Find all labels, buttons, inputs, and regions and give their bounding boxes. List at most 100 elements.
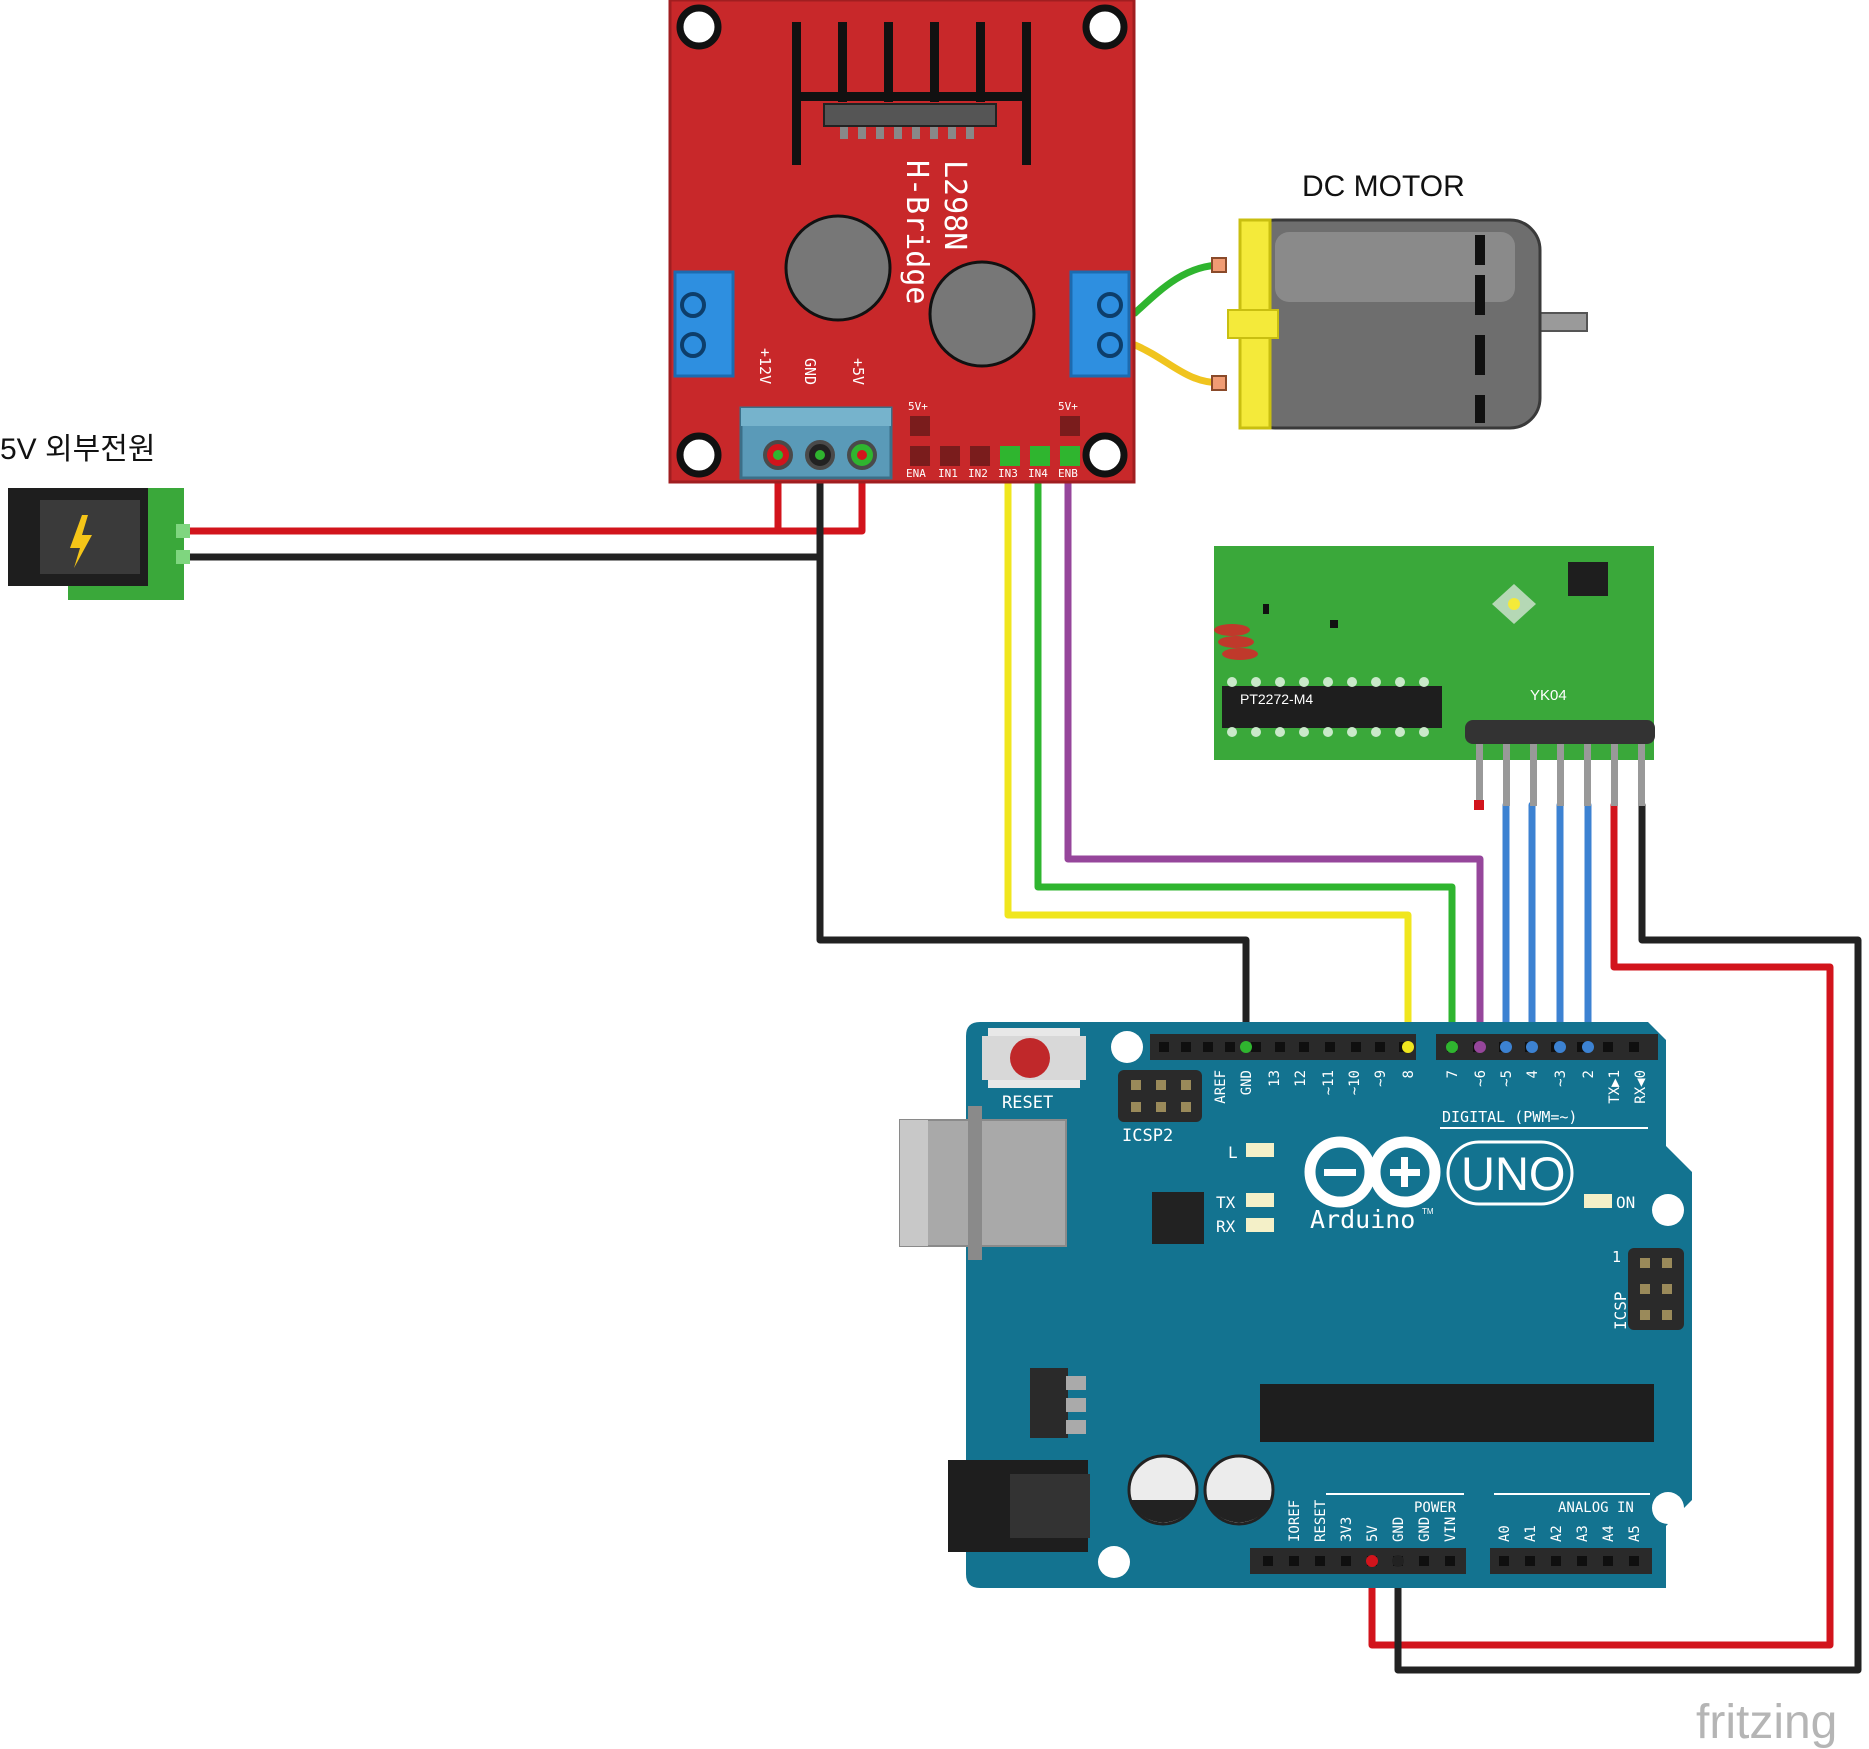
wire-in3-yellow[interactable] [1004, 451, 1412, 1052]
header-pin[interactable] [1445, 1556, 1455, 1566]
digital-pin-label: TX▶1 [1607, 1070, 1623, 1104]
header-pin[interactable] [1419, 1556, 1429, 1566]
hbridge-5v-right-label: 5V+ [1058, 400, 1078, 413]
uno-label: UNO [1461, 1147, 1565, 1200]
wires [186, 261, 1862, 1674]
hbridge-gnd-label: GND [801, 358, 819, 385]
header-pin[interactable] [1629, 1042, 1639, 1052]
heatsink [792, 22, 1031, 165]
header-pin[interactable] [1603, 1042, 1613, 1052]
analog-pin-label: A4 [1601, 1525, 1617, 1542]
arduino-logo-icon [1304, 1136, 1441, 1208]
power-pin-label: GND [1417, 1517, 1433, 1542]
digital-pin-label: ~10 [1347, 1070, 1363, 1095]
header-pin[interactable] [1603, 1556, 1613, 1566]
header-pin[interactable] [1525, 1556, 1535, 1566]
analog-pin-label: A1 [1523, 1525, 1539, 1542]
analog-pin-label: A5 [1627, 1525, 1643, 1542]
motor-label: DC MOTOR [1302, 170, 1465, 203]
power-label: POWER [1414, 1500, 1457, 1516]
power-pin-label: 3V3 [1339, 1517, 1355, 1542]
receiver-coil [1214, 624, 1258, 660]
hbridge-in3-label: IN3 [998, 467, 1018, 480]
hbridge-terminal-right [1069, 270, 1131, 378]
hbridge-ena-label: ENA [906, 467, 926, 480]
l298n-hbridge: L298N H-Bridge +12V GND +5V [668, 0, 1136, 484]
header-pin[interactable] [1275, 1042, 1285, 1052]
arduino-tm-label: TM [1422, 1207, 1434, 1216]
reset-label: RESET [1002, 1093, 1053, 1113]
led-l-label: L [1228, 1143, 1238, 1162]
header-pin[interactable] [1341, 1556, 1351, 1566]
uno-badge [1446, 1140, 1574, 1206]
digital-pin-label: 4 [1525, 1070, 1541, 1078]
header-pin[interactable] [1629, 1556, 1639, 1566]
led-rx [1246, 1218, 1274, 1232]
power-pin-label: IOREF [1287, 1500, 1303, 1542]
receiver-header [1465, 720, 1655, 810]
header-pin[interactable] [1263, 1556, 1273, 1566]
header-pin[interactable] [1181, 1042, 1191, 1052]
hbridge-in1-label: IN1 [938, 467, 958, 480]
header-pin[interactable] [1159, 1042, 1169, 1052]
receiver-model-label: YK04 [1530, 687, 1567, 704]
header-pin[interactable] [1351, 1042, 1361, 1052]
analog-pin-label: A2 [1549, 1525, 1565, 1542]
wire-motor-yellow[interactable] [1131, 341, 1226, 387]
wire-enb-purple[interactable] [1064, 451, 1484, 1052]
header-pin[interactable] [1499, 1556, 1509, 1566]
digital-pin-label: 12 [1293, 1070, 1309, 1087]
header-pin[interactable] [1577, 1556, 1587, 1566]
digital-pin-label: 8 [1401, 1070, 1417, 1078]
header-pin[interactable] [1289, 1556, 1299, 1566]
hbridge-terminal-left [673, 270, 735, 378]
header-pin[interactable] [1551, 1556, 1561, 1566]
hbridge-5v-left-label: 5V+ [908, 400, 928, 413]
hbridge-model-label: L298N [937, 160, 972, 250]
digital-pin-label: ~3 [1553, 1070, 1569, 1087]
icsp2-header [1118, 1070, 1202, 1122]
led-on [1584, 1194, 1612, 1208]
power-pin-label: VIN [1443, 1517, 1459, 1542]
wire-rx-gnd-black[interactable] [1394, 801, 1862, 1674]
wire-endpoints [1240, 1041, 1594, 1567]
header-pin[interactable] [1375, 1042, 1385, 1052]
usb-chip [1152, 1192, 1204, 1244]
header-pin[interactable] [1299, 1042, 1309, 1052]
header-pin[interactable] [1315, 1556, 1325, 1566]
hbridge-name-label: H-Bridge [899, 160, 934, 305]
analog-pin-label: A0 [1497, 1525, 1513, 1542]
wire-gnd-black[interactable] [816, 451, 1250, 1052]
hbridge-enb-label: ENB [1058, 467, 1078, 480]
header-pin[interactable] [1203, 1042, 1213, 1052]
wire-motor-green[interactable] [1131, 261, 1226, 317]
reset-button[interactable] [982, 1028, 1086, 1088]
header-pin[interactable] [1325, 1042, 1335, 1052]
hbridge-capacitor [928, 260, 1036, 368]
analog-label: ANALOG IN [1558, 1500, 1634, 1516]
wire-rx-vcc-red[interactable] [1368, 801, 1834, 1649]
led-rx-label: RX [1216, 1217, 1236, 1236]
hbridge-power-terminal [739, 406, 893, 480]
fritzing-watermark: fritzing [1696, 1696, 1837, 1749]
header-pin[interactable] [1225, 1042, 1235, 1052]
wire-in4-green[interactable] [1034, 451, 1456, 1052]
header-pin[interactable] [1251, 1042, 1261, 1052]
icsp-header [1628, 1248, 1684, 1330]
motor-shaft [1534, 312, 1588, 332]
digital-pin-label: AREF [1213, 1070, 1229, 1104]
hbridge-in2-label: IN2 [968, 467, 988, 480]
dc-motor: DC MOTOR [1211, 170, 1588, 430]
digital-pin-label: ~6 [1473, 1070, 1489, 1087]
power-jack: 5V 외부전원 [0, 433, 190, 600]
power-pin-label: 5V [1365, 1525, 1381, 1542]
power-pin-holes [1263, 1556, 1639, 1566]
atmega-chip [1260, 1384, 1654, 1442]
digital-pin-label: RX◀0 [1633, 1070, 1649, 1104]
hbridge-board [668, 0, 1136, 484]
digital-label: DIGITAL (PWM=~) [1442, 1108, 1577, 1126]
lightning-icon [70, 515, 92, 568]
